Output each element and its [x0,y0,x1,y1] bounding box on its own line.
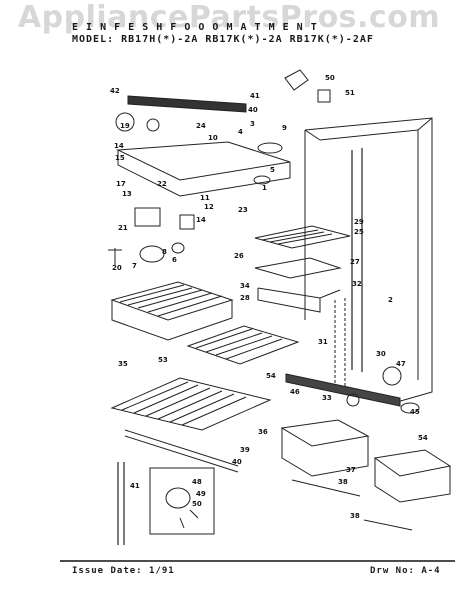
cabinet-liner [304,117,433,405]
small-glass-shelf [254,225,351,249]
callout: 3 [250,120,255,128]
callout: 49 [196,490,206,498]
callout: 40 [248,106,258,114]
callout: 42 [110,87,120,95]
callout: 46 [290,388,300,396]
callout: 47 [396,360,406,368]
callout: 10 [208,134,218,142]
callout: 2 [388,296,393,304]
misc-hardware [284,69,420,414]
callout: 20 [112,264,122,272]
base-grille [285,373,401,407]
shelf-trims [124,429,413,531]
callout: 33 [322,394,332,402]
drawing-number: Drw No: A-4 [370,566,441,576]
callout: 50 [192,500,202,508]
callout: 1 [262,184,267,192]
callout: 41 [250,92,260,100]
meat-keeper [254,257,342,313]
callout: 14 [196,216,206,224]
callout: 13 [122,190,132,198]
callout: 6 [172,256,177,264]
callout: 31 [318,338,328,346]
callout: 35 [118,360,128,368]
callout: 34 [240,282,250,290]
callout: 26 [234,252,244,260]
callout: 23 [238,206,248,214]
callout: 28 [240,294,250,302]
model-line: MODEL: RB17H(*)-2A RB17K(*)-2A RB17K(*)-… [72,34,374,45]
callout: 12 [204,203,214,211]
control-housing [116,141,291,197]
callout: 8 [162,248,167,256]
callout: 4 [238,128,243,136]
callout: 24 [196,122,206,130]
callout: 48 [192,478,202,486]
callout: 14 [114,142,124,150]
callout: 36 [258,428,268,436]
callout: 53 [158,356,168,364]
callout-labels: 42 41 50 51 40 19 24 9 10 4 3 14 15 5 1 … [110,74,428,520]
callout: 38 [350,512,360,520]
callout: 7 [132,262,137,270]
callout: 5 [270,166,275,174]
callout: 15 [115,154,125,162]
header-title: E I N F E S H F O O O M A T M E N T [72,22,318,33]
callout: 40 [232,458,242,466]
callout: 27 [350,258,360,266]
glass-shelf-lower [110,377,272,431]
callout: 30 [376,350,386,358]
callout: 54 [266,372,276,380]
wire-shelf-middle [186,325,300,365]
callout: 19 [120,122,130,130]
crisper-drawers [280,419,452,503]
issue-date: Issue Date: 1/91 [72,566,175,576]
callout: 21 [118,224,128,232]
callout: 9 [282,124,287,132]
left-components [108,112,195,265]
callout: 11 [200,194,210,202]
callout: 51 [345,89,355,97]
callout: 22 [157,180,167,188]
top-crossbar [127,95,247,113]
callout: 29 [354,218,364,226]
callout: 25 [354,228,364,236]
callout: 54 [418,434,428,442]
callout: 39 [240,446,250,454]
shelf-ladders [334,298,346,392]
callout: 41 [130,482,140,490]
callout: 32 [352,280,362,288]
callout: 37 [346,466,356,474]
watermark: AppliancePartsPros.com [17,0,441,35]
callout: 38 [338,478,348,486]
inset-box [149,467,215,535]
wire-shelf-upper [110,281,234,341]
drain-tube [117,462,125,545]
callout: 17 [116,180,126,188]
callout: 45 [410,408,420,416]
callout: 50 [325,74,335,82]
